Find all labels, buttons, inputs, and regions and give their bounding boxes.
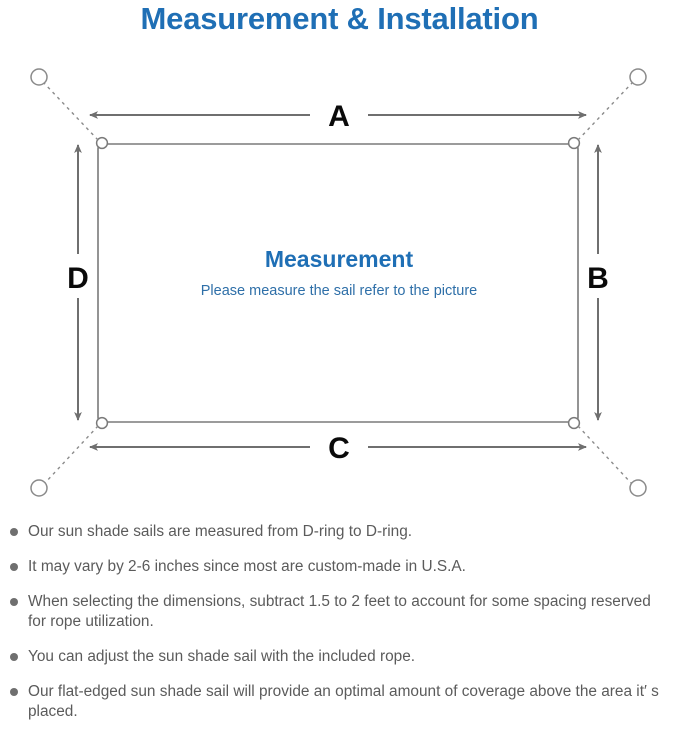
list-item: You can adjust the sun shade sail with t…	[0, 647, 679, 667]
diagram-center-subtext: Please measure the sail refer to the pic…	[201, 283, 477, 299]
anchor-point-top-right	[629, 68, 647, 86]
bullet-icon	[10, 563, 18, 571]
bullet-icon	[10, 598, 18, 606]
d-ring-top-left	[95, 136, 109, 150]
bullet-icon	[10, 653, 18, 661]
bullet-icon	[10, 528, 18, 536]
rope-line-bottom-left	[43, 425, 99, 485]
diagram-container: Measurement Please measure the sail refe…	[0, 48, 679, 518]
d-ring-top-right	[567, 136, 581, 150]
list-item: It may vary by 2-6 inches since most are…	[0, 557, 679, 577]
anchor-point-bottom-right	[629, 479, 647, 497]
list-item-text: Our sun shade sails are measured from D-…	[28, 523, 413, 540]
rope-line-bottom-right	[577, 425, 633, 485]
list-item-text: Our flat-edged sun shade sail will provi…	[28, 683, 659, 720]
anchor-point-top-left	[30, 68, 48, 86]
list-item: When selecting the dimensions, subtract …	[0, 592, 679, 632]
notes-list: Our sun shade sails are measured from D-…	[0, 522, 679, 737]
list-item-text: When selecting the dimensions, subtract …	[28, 593, 651, 630]
dimension-label-b: B	[587, 262, 609, 295]
dimension-label-c: C	[328, 432, 350, 465]
rope-line-top-right	[577, 82, 633, 141]
list-item-text: You can adjust the sun shade sail with t…	[28, 648, 416, 665]
diagram-center-heading: Measurement	[265, 246, 414, 272]
bullet-icon	[10, 688, 18, 696]
list-item: Our sun shade sails are measured from D-…	[0, 522, 679, 542]
rope-line-top-left	[43, 82, 99, 141]
dimension-label-a: A	[328, 100, 350, 133]
list-item-text: It may vary by 2-6 inches since most are…	[28, 558, 466, 575]
dimension-label-d: D	[67, 262, 89, 295]
anchor-point-bottom-left	[30, 479, 48, 497]
d-ring-bottom-right	[567, 416, 581, 430]
list-item: Our flat-edged sun shade sail will provi…	[0, 682, 679, 722]
d-ring-bottom-left	[95, 416, 109, 430]
shade-sail-measurement-diagram: Measurement Please measure the sail refe…	[30, 68, 647, 497]
page-title: Measurement & Installation	[140, 1, 539, 36]
